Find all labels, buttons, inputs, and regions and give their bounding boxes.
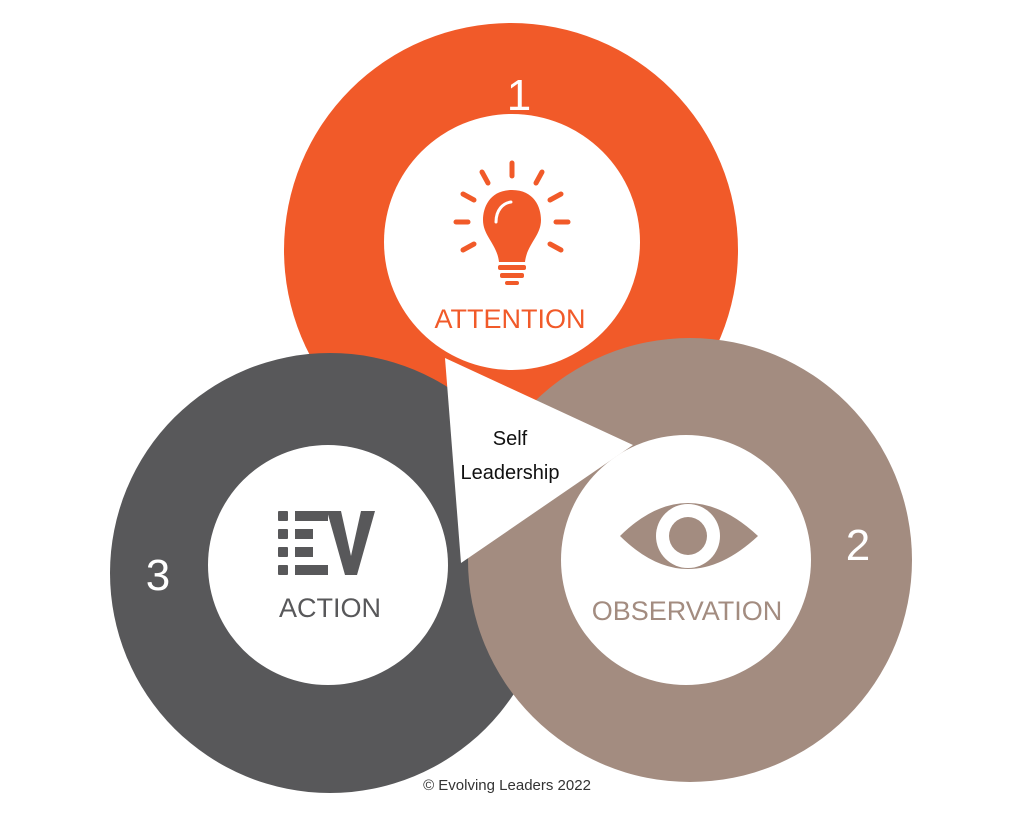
ring-number-action: 3 bbox=[146, 551, 170, 600]
eye-icon bbox=[620, 503, 758, 569]
center-title-line2: Leadership bbox=[461, 462, 560, 484]
lightbulb-icon bbox=[453, 160, 571, 285]
ring-number-observation: 2 bbox=[846, 521, 870, 570]
label-attention: ATTENTION bbox=[435, 304, 586, 334]
label-action: ACTION bbox=[279, 593, 381, 623]
copyright: © Evolving Leaders 2022 bbox=[423, 777, 591, 794]
label-observation: OBSERVATION bbox=[592, 596, 783, 626]
ring-number-attention: 1 bbox=[507, 71, 531, 120]
center-title-line1: Self bbox=[493, 428, 528, 450]
center-triangle bbox=[445, 358, 633, 563]
ev-list-icon bbox=[278, 511, 375, 575]
